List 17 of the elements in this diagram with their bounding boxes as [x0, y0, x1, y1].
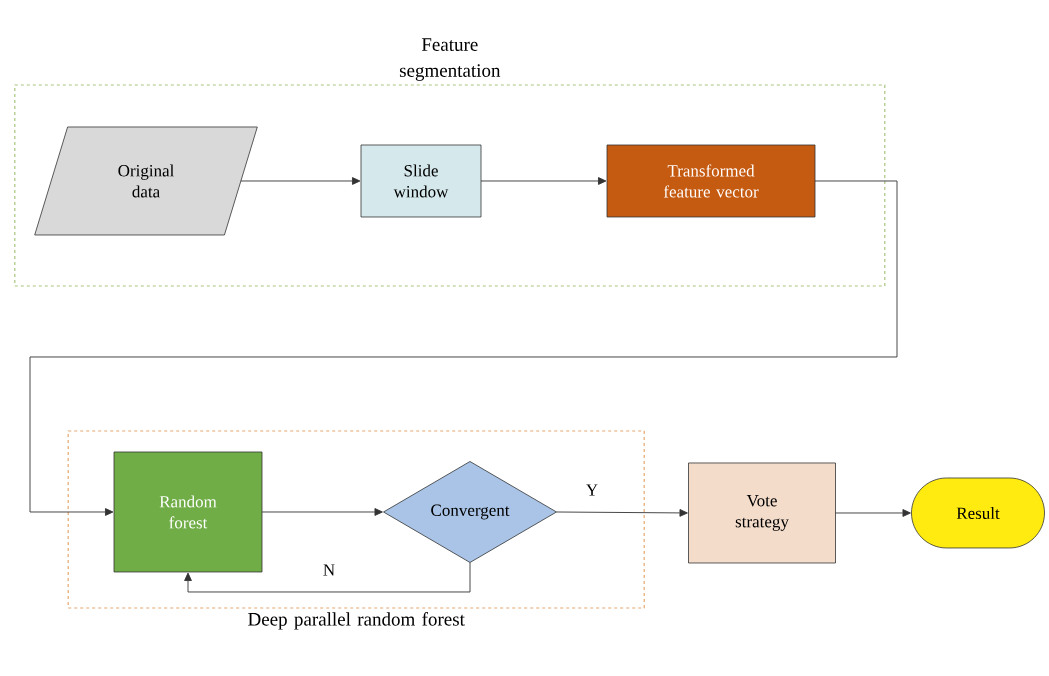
terminal-box: Result: [911, 477, 1045, 549]
input-parallelogram: Original data: [34, 126, 258, 236]
edge-label: Y: [583, 482, 601, 498]
process-box: Vote strategy: [688, 462, 836, 564]
arrow: [480, 177, 607, 185]
arrow: [835, 509, 911, 517]
arrow: [240, 177, 361, 185]
process-box: Random forest: [113, 451, 263, 573]
node-label: Feature segmentation: [399, 38, 501, 81]
arrow: [29, 180, 898, 516]
process-box: Slide window: [360, 144, 482, 218]
node-label: Deep parallel random forest: [248, 612, 465, 630]
process-box: Transformed feature vector: [606, 144, 816, 218]
arrow: [261, 508, 383, 516]
arrow: [184, 562, 471, 593]
arrow: [556, 509, 688, 517]
edge-label: N: [320, 562, 338, 578]
